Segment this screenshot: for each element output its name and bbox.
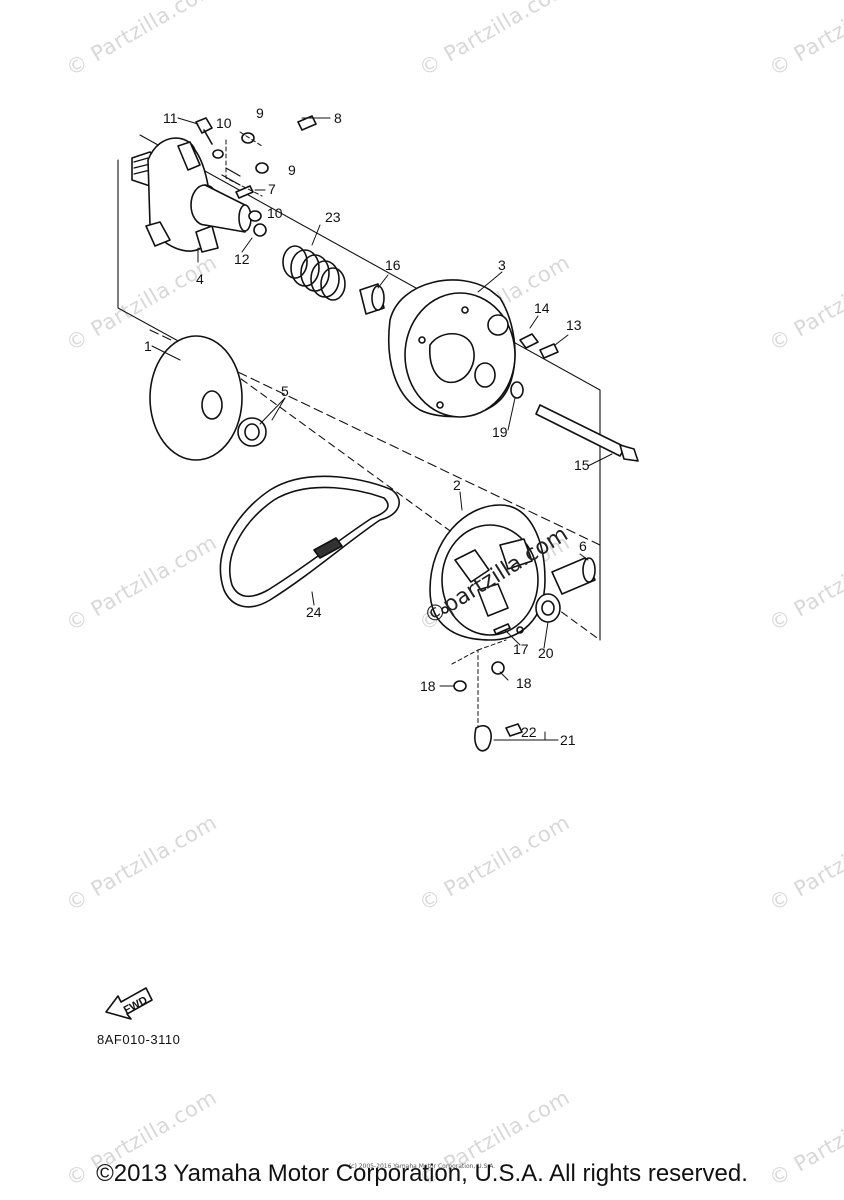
callout-8: 8 bbox=[334, 110, 342, 126]
collar bbox=[237, 417, 267, 447]
callout-9: 9 bbox=[288, 162, 296, 178]
copyright-notice: ©2013 Yamaha Motor Corporation, U.S.A. A… bbox=[96, 1160, 748, 1187]
callout-3: 3 bbox=[498, 257, 506, 273]
hardware-cluster bbox=[195, 115, 317, 237]
callout-13: 13 bbox=[566, 317, 582, 333]
callout-5: 5 bbox=[281, 383, 289, 399]
callout-2: 2 bbox=[453, 477, 461, 493]
callout-12: 12 bbox=[234, 251, 250, 267]
pin-and-weights bbox=[451, 623, 523, 752]
callout-10: 10 bbox=[267, 205, 283, 221]
callout-11: 11 bbox=[163, 110, 178, 126]
diagram-code: 8AF010-3110 bbox=[97, 1032, 181, 1047]
movable-sheave bbox=[387, 279, 516, 418]
callout-18: 18 bbox=[516, 675, 532, 691]
callout-20: 20 bbox=[538, 645, 554, 661]
clutch-housing bbox=[429, 504, 546, 641]
callout-labels: 1 2 3 4 5 6 7 8 9 9 10 10 11 12 13 14 15… bbox=[144, 105, 590, 748]
callout-6: 6 bbox=[579, 538, 587, 554]
callout-15: 15 bbox=[574, 457, 590, 473]
bolts-and-washers bbox=[510, 333, 639, 462]
callout-1: 1 bbox=[144, 338, 152, 354]
callout-24: 24 bbox=[306, 604, 322, 620]
small-copyright: (c) 2005-2016 Yamaha Motor Corporation, … bbox=[348, 1163, 496, 1170]
bushing bbox=[359, 283, 385, 315]
fwd-arrow-icon: FWD bbox=[105, 987, 153, 1020]
callout-14: 14 bbox=[534, 300, 550, 316]
callout-22: 22 bbox=[521, 724, 537, 740]
callout-23: 23 bbox=[325, 209, 341, 225]
fixed-sheave bbox=[149, 335, 243, 461]
callout-17: 17 bbox=[513, 641, 529, 657]
v-belt bbox=[219, 475, 400, 608]
fwd-label: FWD bbox=[122, 994, 150, 1016]
leader-lines bbox=[151, 117, 613, 741]
callout-9: 9 bbox=[256, 105, 264, 121]
callout-10: 10 bbox=[216, 115, 232, 131]
callout-18: 18 bbox=[420, 678, 436, 694]
roller-and-bushing bbox=[535, 557, 596, 623]
callout-21: 21 bbox=[560, 732, 576, 748]
callout-16: 16 bbox=[385, 257, 401, 273]
callout-7: 7 bbox=[268, 181, 276, 197]
callout-4: 4 bbox=[196, 271, 204, 287]
callout-19: 19 bbox=[492, 424, 508, 440]
spring bbox=[282, 245, 346, 301]
spider-shaft bbox=[131, 137, 252, 253]
